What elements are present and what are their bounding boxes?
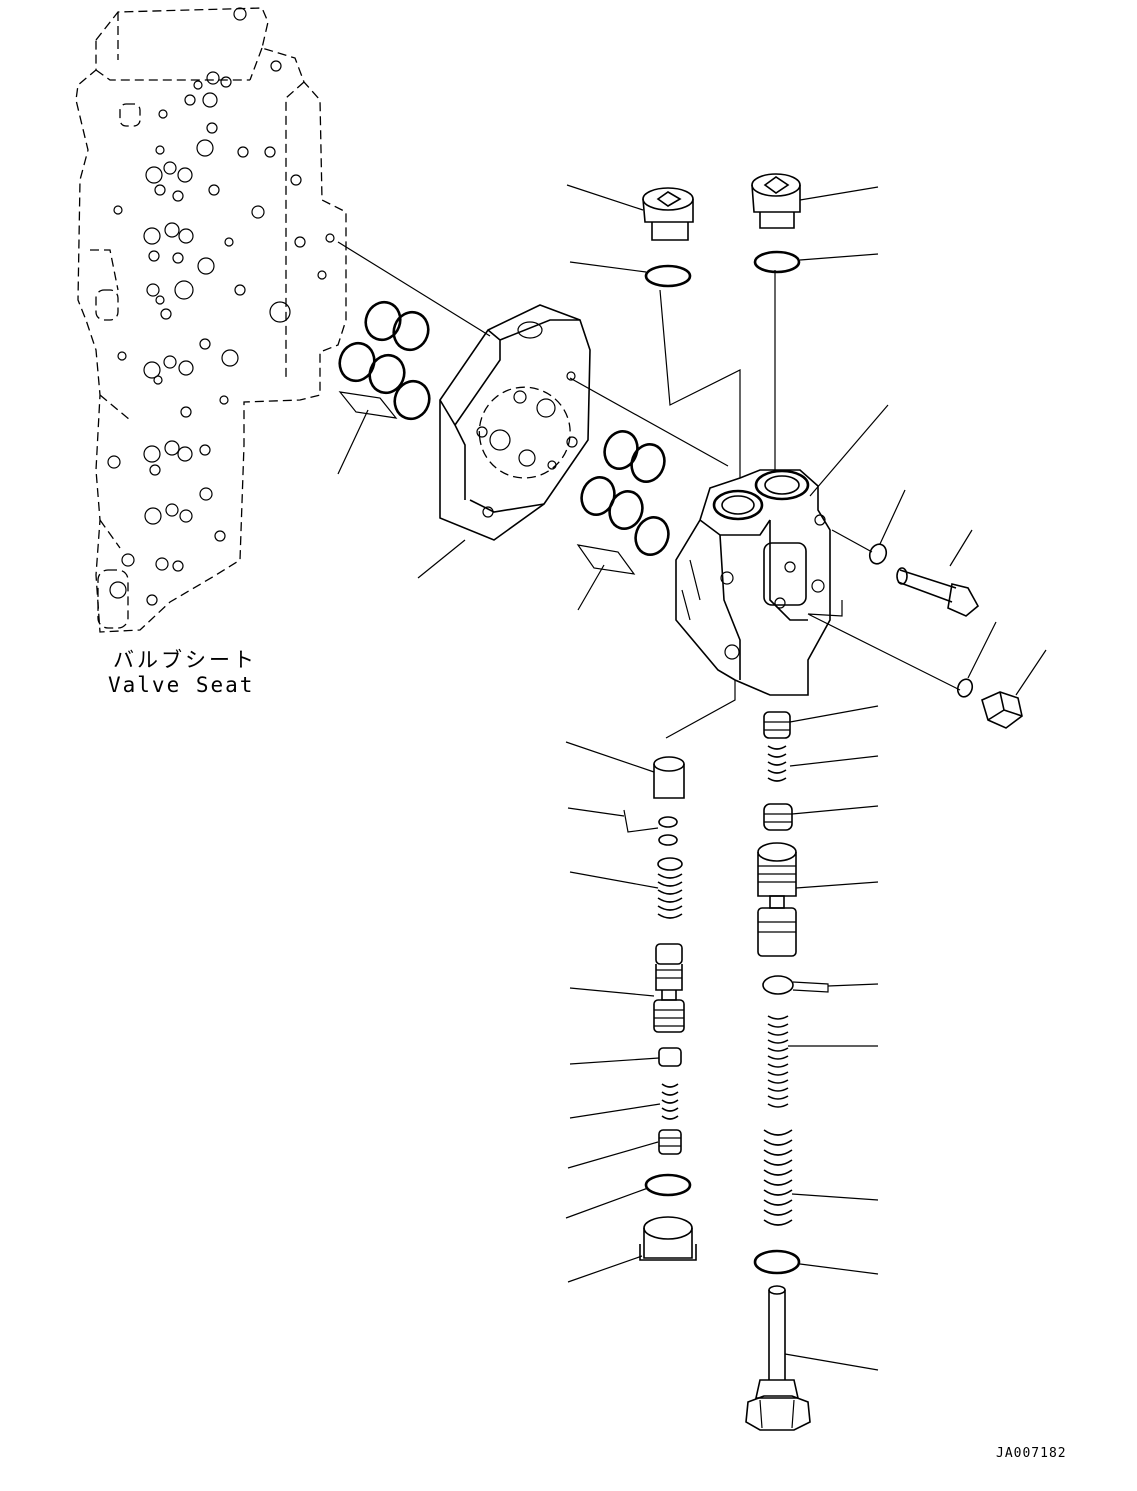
- spool-right: [757, 842, 879, 957]
- spring-right-1: [767, 745, 879, 782]
- oring-top-left: [644, 264, 692, 288]
- spring-right-large: [763, 1129, 879, 1226]
- oring-top-right: [753, 250, 801, 274]
- seat-right: [763, 803, 879, 831]
- retainer-left: [567, 1129, 682, 1169]
- plug-top-left: [566, 184, 694, 241]
- valve-seat-block: [75, 7, 347, 633]
- shim-pair: [567, 807, 678, 846]
- drawing-code: JA007182: [996, 1446, 1067, 1461]
- plug-small: [981, 649, 1047, 729]
- oring-right-lower: [753, 1249, 879, 1275]
- cap-right: [763, 705, 879, 739]
- spring-left-2: [569, 1083, 679, 1120]
- plug-top-right: [751, 173, 879, 229]
- piston-left: [565, 741, 685, 799]
- washer-small: [868, 489, 906, 565]
- oring-set-right: [576, 430, 670, 611]
- oring-small: [956, 621, 997, 698]
- valve-seat-label-jp: バルブシート: [113, 648, 257, 672]
- valve-seat-label-en: Valve Seat: [108, 673, 255, 697]
- spring-right-long: [767, 1015, 878, 1108]
- spool-left: [569, 943, 685, 1033]
- ring-right: [762, 975, 879, 995]
- spring-left-1: [569, 857, 683, 919]
- rod-plug-right: [745, 1285, 879, 1431]
- oring-left-lower: [565, 1173, 692, 1219]
- left-column-parts: [565, 741, 697, 1283]
- right-column-parts: [745, 705, 879, 1431]
- plug-left-bottom: [567, 1216, 697, 1283]
- valve-housing: [675, 469, 831, 696]
- mounting-bolt: [896, 529, 980, 617]
- collar-left: [569, 1047, 682, 1067]
- oring-set-left: [337, 300, 431, 475]
- spacer-plate: [417, 304, 591, 579]
- valve-seat-port-holes: [107, 7, 335, 606]
